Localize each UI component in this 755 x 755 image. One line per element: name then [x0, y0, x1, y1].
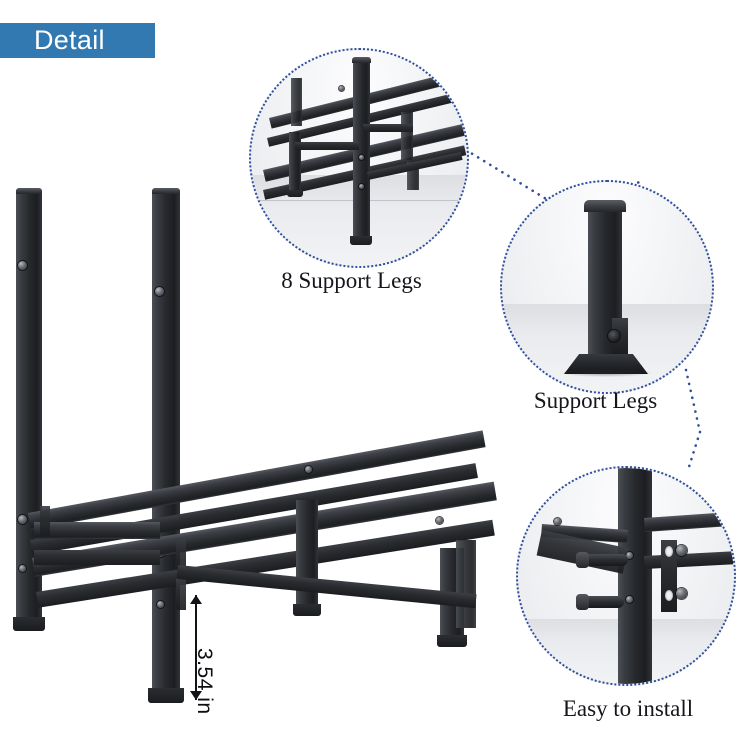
- inset-c-bracket-hole-2: [665, 590, 673, 601]
- inset-c-screw-1: [580, 554, 628, 566]
- caption-8-support-legs: 8 Support Legs: [281, 268, 422, 293]
- bolt-rail-upper-front: [436, 517, 443, 524]
- inset-c-screw-2-head: [576, 594, 589, 610]
- inset-a-leg-left-2: [291, 78, 302, 126]
- post-back-left-cap: [16, 188, 42, 194]
- bolt-post-back-left-3: [19, 565, 26, 572]
- inset-a-bolt-1: [339, 86, 344, 91]
- inset-a-post-cap: [352, 57, 371, 63]
- inset-c-post: [618, 468, 652, 684]
- foot-right-front: [437, 635, 467, 647]
- leg-right-rear: [456, 540, 476, 628]
- inset-b-leg-cap: [584, 200, 626, 212]
- inset-c-bolt-post-1: [626, 552, 633, 559]
- inset-a-cross-2: [363, 124, 413, 132]
- detail-banner: Detail: [0, 23, 155, 58]
- connector-line-d: [686, 430, 702, 472]
- inset-easy-to-install: [516, 466, 736, 686]
- inset-c-bracket-hole-1: [665, 546, 673, 557]
- brace-left-lower: [34, 550, 160, 565]
- inset-c-bolt-post-2: [626, 596, 633, 603]
- inset-c-screw-1-head: [576, 552, 589, 568]
- dimension-line: [195, 595, 197, 700]
- bolt-post-back-left-2: [18, 515, 27, 524]
- inset-c-bolt-left: [554, 518, 561, 525]
- inset-8-support-legs: [249, 48, 469, 268]
- inset-a-post-center: [353, 60, 370, 242]
- foot-back-left: [13, 617, 45, 631]
- inset-a-foot-left: [287, 190, 303, 197]
- inset-c-rail-bottom: [644, 550, 734, 569]
- connector-line-a: [464, 148, 558, 207]
- inset-a-bolt-4: [359, 184, 364, 189]
- foot-front-left: [148, 688, 184, 703]
- caption-support-legs: Support Legs: [533, 388, 658, 413]
- inset-a-leg-right: [401, 112, 413, 160]
- inset-b-base-shadow: [560, 370, 652, 377]
- bolt-rail-upper-rear: [305, 466, 312, 473]
- caption-easy-to-install: Easy to install: [562, 696, 694, 721]
- bolt-post-front-left-3: [157, 601, 164, 608]
- inset-support-leg: [500, 180, 714, 394]
- bolt-post-back-left-1: [18, 261, 27, 270]
- inset-a-bolt-3: [359, 155, 364, 160]
- bracket-front-left-plate: [176, 538, 186, 570]
- dimension-arrow-up: [190, 595, 202, 604]
- dimension-3-54-in: 3.54 in: [190, 595, 230, 714]
- dimension-label: 3.54 in: [193, 647, 216, 715]
- inset-b-bracket: [612, 318, 628, 354]
- inset-c-bolt-bracket-2: [676, 588, 687, 599]
- dimension-arrow-down: [190, 691, 202, 700]
- bolt-post-front-left-1: [155, 287, 164, 296]
- post-front-left: [152, 190, 180, 692]
- inset-a-cross-1: [295, 142, 359, 150]
- post-front-left-cap: [152, 188, 180, 194]
- inset-c-screw-2: [580, 596, 624, 608]
- bracket-front-left-plate-2: [176, 578, 186, 610]
- bracket-left-plate: [40, 506, 50, 536]
- inset-b-bolt-hole: [608, 330, 620, 342]
- inset-c-rail-top: [644, 510, 734, 532]
- foot-middle: [293, 604, 321, 616]
- inset-c-bolt-bracket-1: [676, 545, 687, 556]
- brace-left-upper: [34, 522, 160, 539]
- inset-a-post-foot: [350, 236, 372, 245]
- banner-label: Detail: [34, 25, 105, 55]
- inset-b-base-plate: [564, 354, 648, 374]
